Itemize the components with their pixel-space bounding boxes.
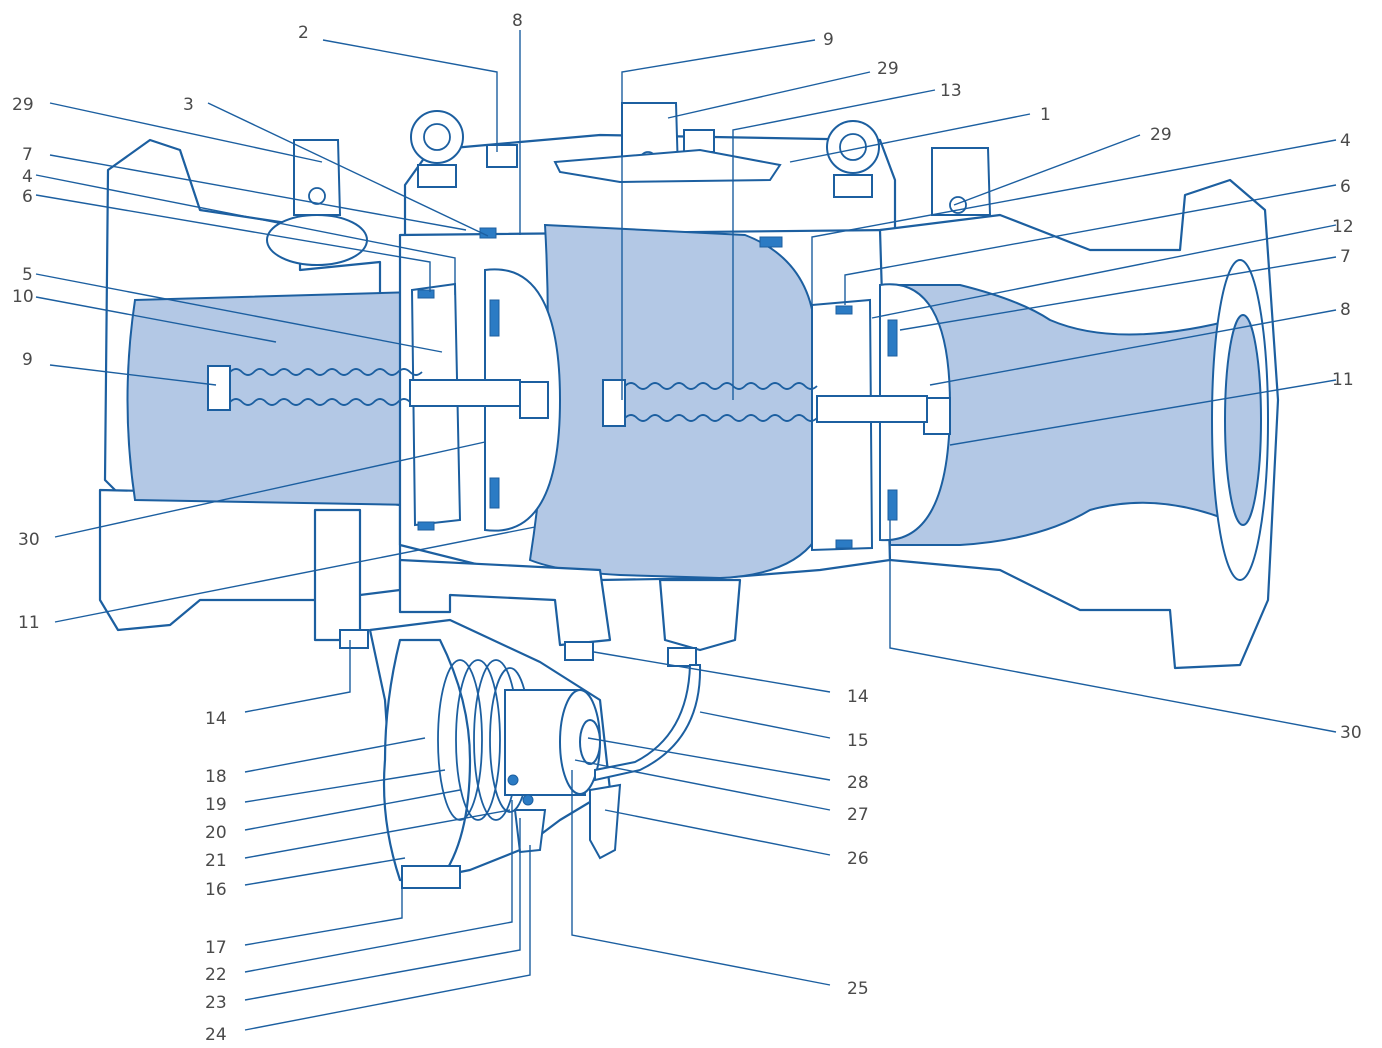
callout-30: 30: [1340, 723, 1362, 743]
callout-4: 4: [1340, 131, 1351, 151]
callout-4: 4: [22, 167, 33, 187]
callout-7: 7: [1340, 247, 1351, 267]
callout-30: 30: [18, 530, 40, 550]
drain-outlet: [589, 783, 622, 860]
seat-seal-left-bottom: [489, 477, 500, 509]
callout-6: 6: [22, 187, 33, 207]
relief-bolt: [401, 865, 461, 889]
callout-26: 26: [847, 849, 869, 869]
disc-nut-right: [923, 397, 951, 435]
callout-21: 21: [205, 851, 227, 871]
disc-nut-left: [519, 381, 549, 419]
callout-12: 12: [1332, 217, 1354, 237]
callout-29: 29: [877, 59, 899, 79]
callout-labels: 2 8 9 29 13 1 29 29 3 7 4 6 5 10 9 4 6 1…: [12, 11, 1362, 1045]
callout-20: 20: [205, 823, 227, 843]
right-flange-bore: [1224, 314, 1262, 526]
left-support-leg: [313, 508, 362, 642]
cover-bolt-left: [486, 144, 518, 168]
callout-8: 8: [1340, 300, 1351, 320]
name-plate: [553, 148, 782, 184]
callout-14: 14: [847, 687, 869, 707]
spring-left: [207, 365, 521, 411]
callout-18: 18: [205, 767, 227, 787]
callout-13: 13: [940, 81, 962, 101]
callout-28: 28: [847, 773, 869, 793]
callout-9: 9: [823, 30, 834, 50]
callout-16: 16: [205, 880, 227, 900]
top-fittings: [266, 102, 992, 266]
callout-8: 8: [512, 11, 523, 31]
spring-right: [602, 379, 928, 427]
callout-2: 2: [298, 23, 309, 43]
callout-5: 5: [22, 265, 33, 285]
callout-25: 25: [847, 979, 869, 999]
plug-right: [931, 147, 992, 216]
callout-15: 15: [847, 731, 869, 751]
callout-11: 11: [18, 613, 40, 633]
callout-7: 7: [22, 145, 33, 165]
callout-3: 3: [183, 95, 194, 115]
callout-9: 9: [22, 350, 33, 370]
callout-22: 22: [205, 965, 227, 985]
relief-seat: [579, 719, 601, 765]
leader-lines: [35, 30, 1337, 1031]
seat-seal-left-top: [489, 299, 500, 337]
manifold-bolt-left: [339, 629, 369, 649]
callout-23: 23: [205, 993, 227, 1013]
seat-seal-right-bottom: [887, 489, 898, 521]
seat-seal-right-top: [887, 319, 898, 357]
callout-14: 14: [205, 709, 227, 729]
central-flow-chamber: [528, 223, 816, 580]
cover-bolt-center: [683, 129, 715, 153]
left-lifting-eye: [410, 110, 464, 164]
callout-10: 10: [12, 287, 34, 307]
valve-body: [98, 133, 1280, 670]
callout-24: 24: [205, 1025, 227, 1045]
callout-27: 27: [847, 805, 869, 825]
callout-6: 6: [1340, 177, 1351, 197]
lower-right-boss: [658, 578, 742, 652]
manifold-bolt-right: [667, 647, 697, 667]
callout-29: 29: [1150, 125, 1172, 145]
manifold-bolt-center: [564, 641, 594, 661]
callout-17: 17: [205, 938, 227, 958]
relief-valve: [339, 618, 702, 889]
left-flow-passage: [126, 290, 416, 507]
lower-manifold: [398, 558, 612, 647]
diaphragm-disc-2: [455, 659, 501, 821]
callout-11: 11: [1332, 370, 1354, 390]
callout-29: 29: [12, 95, 34, 115]
right-lifting-eye: [826, 120, 880, 174]
diaphragm-disc-1: [437, 659, 483, 821]
callout-19: 19: [205, 795, 227, 815]
sensing-line: [594, 664, 702, 782]
callout-1: 1: [1040, 105, 1051, 125]
